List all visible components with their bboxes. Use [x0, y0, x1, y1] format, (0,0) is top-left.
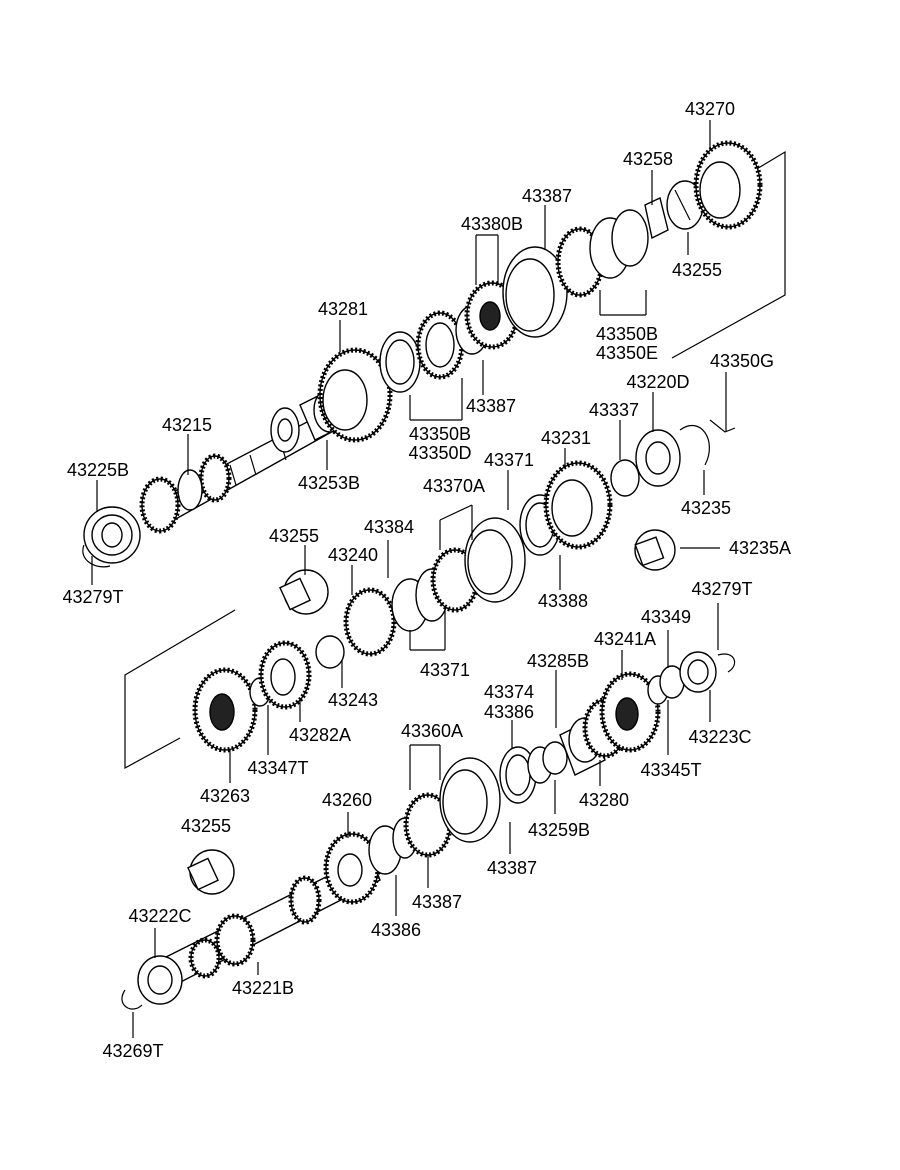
gear-43231 [543, 460, 613, 550]
label-43337: 43337 [588, 400, 640, 420]
gear-43282A [258, 640, 312, 710]
washer-upper [270, 407, 300, 453]
leader-lines [91, 120, 727, 1038]
upper-group-bracket [671, 150, 786, 359]
gear-43281 [317, 347, 393, 443]
label-43387-mid: 43387 [465, 396, 517, 416]
label-43255-lower: 43255 [180, 816, 232, 836]
label-43350G: 43350G [709, 351, 775, 371]
label-43350B-upper: 43350B [595, 324, 659, 344]
label-43255-upper: 43255 [671, 260, 723, 280]
label-43241A: 43241A [593, 629, 657, 649]
snap-ring-43279T-upper [82, 544, 111, 568]
label-43386-upper: 43386 [483, 702, 535, 722]
label-43360A: 43360A [400, 721, 464, 741]
gear-43241A [599, 671, 661, 753]
lower-group-bracket [124, 609, 236, 770]
label-43220D: 43220D [626, 372, 690, 392]
label-43260: 43260 [321, 790, 373, 810]
label-43270: 43270 [684, 99, 736, 119]
spacer-43258 [644, 197, 669, 240]
synchro-ring-43350E [589, 209, 649, 279]
label-43282A: 43282A [288, 725, 352, 745]
bearing-43222C [137, 955, 183, 1005]
pin-43350G [709, 419, 736, 433]
label-43345T: 43345T [640, 760, 702, 780]
synchro-ring-43350B-lower [415, 310, 465, 380]
needle-bearing-43235A [634, 529, 676, 571]
collar-43259B [542, 741, 568, 775]
label-43223C: 43223C [688, 727, 752, 747]
bearing-43225B [83, 506, 141, 564]
label-43350B-lower: 43350B [408, 424, 472, 444]
label-43222C: 43222C [128, 906, 192, 926]
ring-43386-upper [499, 746, 537, 804]
label-43285B: 43285B [526, 651, 590, 671]
label-43279T-upper: 43279T [62, 587, 124, 607]
needle-bearing-43255-upper [666, 180, 704, 230]
sleeve-43371 [464, 517, 526, 603]
snap-ring-43279T-lower [717, 653, 736, 673]
snap-ring-43235 [679, 424, 710, 466]
label-43371-lower: 43371 [419, 660, 471, 680]
label-43243: 43243 [327, 690, 379, 710]
bushing-43243 [315, 635, 345, 669]
label-43374: 43374 [483, 682, 535, 702]
label-43350D: 43350D [408, 443, 472, 463]
label-43263: 43263 [199, 786, 251, 806]
label-43387-bottom-right: 43387 [486, 858, 538, 878]
label-43349: 43349 [640, 607, 692, 627]
label-43225B: 43225B [66, 460, 130, 480]
spline-lower [288, 875, 322, 925]
label-43258: 43258 [622, 149, 674, 169]
needle-bearing-43255-middle [279, 569, 329, 615]
label-43231: 43231 [540, 428, 592, 448]
collar-43337 [610, 459, 640, 497]
input-gear-43225-pinion [139, 476, 181, 534]
bearing-43223C [679, 651, 717, 693]
label-43371-upper: 43371 [483, 450, 535, 470]
label-43387-bottom-left: 43387 [411, 892, 463, 912]
gear-43240 [343, 587, 397, 657]
bearing-43220D [635, 429, 681, 487]
label-43370A: 43370A [422, 476, 486, 496]
sleeve-43387-lower [439, 757, 501, 843]
label-43280: 43280 [578, 790, 630, 810]
label-43347T: 43347T [247, 758, 309, 778]
label-43215: 43215 [161, 415, 213, 435]
gear-43260 [323, 831, 381, 905]
pinion-lower [188, 937, 222, 979]
gear-43270 [693, 140, 763, 230]
label-43380B: 43380B [460, 214, 524, 234]
label-43235A: 43235A [728, 538, 792, 558]
label-43279T-lower: 43279T [691, 579, 753, 599]
label-43221B: 43221B [231, 978, 295, 998]
spline-teeth-43215 [177, 453, 232, 511]
label-43386-lower: 43386 [370, 920, 422, 940]
gear-43263 [192, 667, 258, 753]
label-43384: 43384 [363, 517, 415, 537]
label-43253B: 43253B [297, 473, 361, 493]
label-43388: 43388 [537, 591, 589, 611]
bearing-43221B [214, 913, 256, 967]
label-43259B: 43259B [527, 820, 591, 840]
label-43281: 43281 [317, 299, 369, 319]
label-43269T: 43269T [102, 1041, 164, 1061]
label-43387-top: 43387 [521, 186, 573, 206]
label-43255-middle: 43255 [268, 526, 320, 546]
label-43235: 43235 [680, 498, 732, 518]
snap-ring-43269T [121, 989, 143, 1010]
sleeve-43387 [502, 246, 568, 338]
label-43240: 43240 [327, 545, 379, 565]
label-43350E: 43350E [595, 343, 659, 363]
needle-bearing-43255-lower [187, 849, 235, 895]
